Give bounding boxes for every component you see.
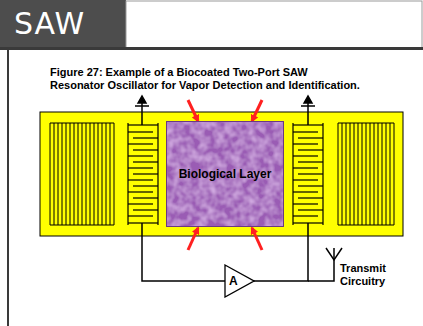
idt-finger	[298, 173, 323, 174]
grating-bar	[62, 123, 63, 225]
substrate	[40, 112, 403, 236]
grating-bar	[102, 123, 103, 225]
triangle	[225, 265, 254, 297]
idt-finger	[298, 209, 323, 210]
grating-bar	[66, 123, 67, 225]
idt-finger	[293, 215, 318, 216]
idt-finger	[133, 161, 158, 162]
grating-bar	[50, 123, 51, 225]
grating-bar	[378, 123, 379, 225]
node-shape	[224, 264, 255, 298]
circuit-label: Transmit Circuitry	[340, 262, 410, 288]
idt-finger	[128, 155, 153, 156]
grating-bar	[90, 123, 91, 225]
terminals	[135, 96, 315, 125]
idt-finger	[133, 137, 158, 138]
idt-finger	[293, 203, 318, 204]
wires	[142, 223, 342, 281]
layer-label: Biological Layer	[179, 167, 272, 182]
grating-bar	[366, 123, 367, 225]
idt-finger	[298, 197, 323, 198]
idt-finger	[133, 197, 158, 198]
idt-finger	[293, 131, 318, 132]
idt-finger	[128, 131, 153, 132]
idt-finger	[298, 137, 323, 138]
idt-bus	[292, 123, 293, 225]
grating-bar	[390, 123, 391, 225]
idt-finger	[128, 191, 153, 192]
grating-bar	[78, 123, 79, 225]
figure-caption: Figure 27: Example of a Biocoated Two-Po…	[50, 66, 362, 92]
grating-bar	[58, 123, 59, 225]
grating-bar	[382, 123, 383, 225]
layer-fill	[166, 121, 284, 227]
idt-finger	[298, 149, 323, 150]
grating-bar	[362, 123, 363, 225]
idt-finger	[128, 179, 153, 180]
grating-bar	[110, 123, 111, 225]
grating-bar	[74, 123, 75, 225]
layer-border	[167, 122, 284, 227]
idt-finger	[293, 179, 318, 180]
idt-finger	[133, 149, 158, 150]
idt-finger	[128, 203, 153, 204]
idt-bus	[127, 123, 128, 225]
idt-finger	[133, 209, 158, 210]
grating-bar	[370, 123, 371, 225]
biological-layer: Biological Layer	[166, 121, 284, 227]
idt-finger	[133, 173, 158, 174]
left-rule	[7, 48, 9, 326]
grating-bar	[354, 123, 355, 225]
grating-bar	[346, 123, 347, 225]
idt-finger	[293, 143, 318, 144]
idt-bus	[128, 222, 158, 223]
idt-finger	[133, 185, 158, 186]
idt-finger	[298, 185, 323, 186]
amplifier-label: A	[229, 274, 238, 289]
grating-bar	[70, 123, 71, 225]
header-rule	[0, 47, 423, 50]
grating-bar	[386, 123, 387, 225]
grating-bar	[86, 123, 87, 225]
idt-bus	[128, 124, 158, 125]
grating-bar	[94, 123, 95, 225]
grating-bar	[98, 123, 99, 225]
grating-bar	[338, 123, 339, 225]
idt-finger	[293, 155, 318, 156]
idt-finger	[293, 191, 318, 192]
grating-bar	[374, 123, 375, 225]
grating-bar	[342, 123, 343, 225]
grating-bar	[82, 123, 83, 225]
slide-title: SAW	[14, 6, 85, 42]
grating-bar	[106, 123, 107, 225]
grating-bar	[114, 123, 115, 225]
idt-finger	[128, 167, 153, 168]
header-box	[126, 1, 422, 48]
amplifier-symbol: A	[224, 264, 255, 298]
grating-bar	[394, 123, 395, 225]
idt-finger	[128, 215, 153, 216]
header-tab	[0, 0, 126, 48]
idt-finger	[298, 161, 323, 162]
grating-bar	[358, 123, 359, 225]
idt-finger	[128, 143, 153, 144]
idt-finger	[293, 167, 318, 168]
grating-bar	[54, 123, 55, 225]
grating-bar	[350, 123, 351, 225]
